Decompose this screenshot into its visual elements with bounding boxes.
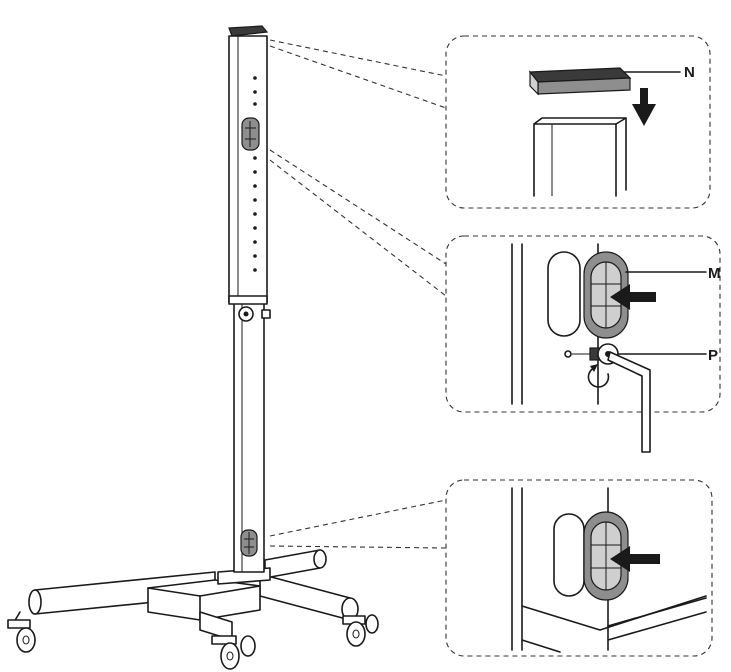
cover-plate-m — [583, 251, 629, 339]
rotate-arrow-icon — [587, 364, 610, 388]
caster-left — [7, 611, 36, 653]
joint-knob — [238, 306, 271, 322]
callout-label-m: M — [708, 265, 721, 282]
detail-panel-lower-cover — [445, 479, 713, 657]
callout-label-n: N — [684, 64, 695, 81]
stand-base — [28, 549, 359, 641]
detail-panel-cover-bolt: M P — [445, 235, 721, 453]
column-top-cap — [228, 25, 269, 37]
leader-lines — [269, 39, 447, 549]
detail-panel-top-cap: N — [445, 35, 711, 209]
push-arrow-lower-icon — [610, 546, 660, 572]
callout-label-p: P — [708, 347, 718, 364]
stand-assembly — [7, 25, 379, 670]
top-cap-n — [528, 67, 632, 96]
caster-right — [342, 614, 379, 647]
lower-column — [233, 299, 265, 573]
push-arrow-icon — [610, 284, 656, 310]
down-arrow-icon — [632, 88, 656, 126]
upper-column — [228, 25, 271, 322]
caster-front — [211, 635, 256, 670]
hex-key-icon — [607, 351, 651, 453]
lower-cover-plate-detail — [583, 511, 629, 601]
adjustment-holes — [253, 76, 257, 272]
